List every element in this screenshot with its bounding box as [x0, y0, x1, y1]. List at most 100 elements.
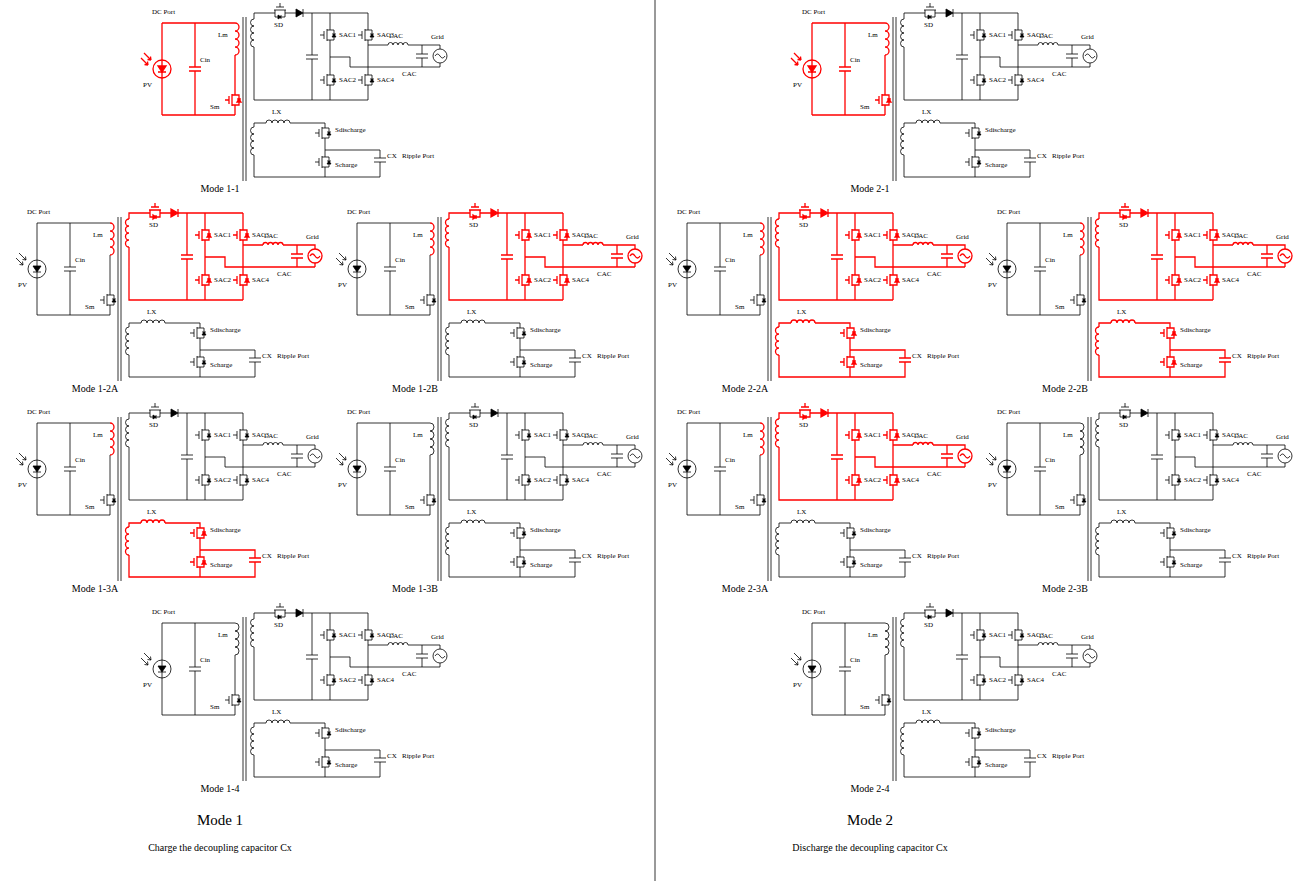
body-diode-bar	[370, 679, 374, 680]
component-label: SAC4	[252, 476, 269, 484]
circuit-schematic	[16, 403, 322, 581]
body-diode	[1123, 215, 1126, 219]
body-diode-bar	[1177, 434, 1181, 435]
component-label: DC Port	[347, 208, 370, 216]
body-diode-bar	[156, 415, 157, 419]
body-diode	[473, 415, 476, 419]
mosfet-symbol	[845, 472, 861, 488]
magnetizing-winding	[235, 623, 239, 655]
diode-bar	[497, 209, 498, 217]
body-diode-bar	[1177, 479, 1181, 480]
body-diode	[1020, 679, 1024, 682]
grid-sine	[435, 54, 445, 58]
component-label: SAC1	[989, 31, 1006, 39]
component-label: Ripple Port	[277, 352, 309, 360]
component-label: Grid	[431, 633, 444, 641]
component-label: Scharge	[210, 361, 232, 369]
mosfet-symbol	[510, 554, 526, 570]
mosfet-body	[315, 154, 329, 170]
pv-diode	[353, 466, 361, 472]
body-diode	[928, 615, 931, 619]
transformer-core	[243, 617, 246, 781]
component-label: PV	[143, 681, 152, 689]
body-diode-bar	[155, 215, 156, 219]
component-label: LAC	[264, 432, 278, 440]
body-diode	[245, 479, 249, 482]
component-label: SD	[469, 421, 478, 429]
component-label: Ripple Port	[1247, 552, 1279, 560]
mosfet-body	[875, 92, 889, 108]
mosfet-body	[845, 272, 859, 288]
body-diode-bar	[1215, 434, 1219, 435]
light-arrow	[666, 453, 676, 465]
body-diode-bar	[931, 15, 932, 19]
body-diode	[327, 732, 331, 735]
body-diode	[982, 79, 986, 82]
pv-diode	[158, 666, 166, 672]
body-diode-bar	[852, 331, 856, 332]
mosfet-body	[420, 492, 434, 508]
mosfet-symbol	[965, 125, 981, 141]
primary-wire	[357, 223, 430, 315]
body-diode	[327, 132, 331, 135]
mosfet-body	[1160, 554, 1174, 570]
component-label: DC Port	[677, 408, 700, 416]
body-diode	[887, 99, 891, 102]
mosfet-body	[467, 403, 483, 417]
body-diode	[370, 34, 374, 37]
mosfet-body	[1008, 72, 1022, 88]
ripple-wire	[904, 123, 1030, 177]
section-title: Mode 1	[197, 812, 243, 829]
component-label: Ripple Port	[402, 152, 434, 160]
component-label: SAC4	[1222, 476, 1239, 484]
mosfet-body	[358, 72, 372, 88]
mosfet-symbol	[190, 325, 206, 341]
body-diode	[565, 479, 569, 482]
component-label: Grid	[1276, 433, 1289, 441]
body-diode	[153, 415, 156, 419]
mosfet-symbol	[845, 227, 861, 243]
mosfet-body	[272, 3, 288, 17]
mosfet-symbol	[510, 525, 526, 541]
component-label: SAC4	[1222, 276, 1239, 284]
capacitor-plates	[291, 254, 303, 258]
secondary-winding	[901, 19, 905, 47]
body-diode-bar	[762, 299, 766, 300]
body-diode	[982, 679, 986, 682]
component-label: LX	[272, 708, 281, 716]
body-diode	[432, 499, 436, 502]
primary-wire	[687, 223, 760, 315]
component-label: SD	[799, 221, 808, 229]
component-label: CX	[1037, 152, 1047, 160]
grid-source	[308, 449, 322, 463]
pv-wire	[353, 460, 361, 478]
body-diode-bar	[982, 34, 986, 35]
ripple-winding	[446, 527, 450, 555]
body-diode	[332, 634, 336, 637]
mosfet-body	[315, 125, 329, 141]
body-diode-bar	[370, 79, 374, 80]
body-diode	[370, 79, 374, 82]
transformer-core	[438, 417, 441, 581]
component-label: SAC2	[534, 476, 551, 484]
component-label: SAC2	[1184, 276, 1201, 284]
pv-wire	[353, 260, 361, 278]
ripple-wire	[779, 323, 905, 377]
mosfet-body	[970, 27, 984, 43]
circuit-schematic	[16, 203, 322, 381]
primary-wire	[357, 423, 430, 515]
body-diode-bar	[762, 499, 766, 500]
body-diode	[112, 299, 116, 302]
body-diode	[527, 234, 531, 237]
mosfet-body	[1070, 292, 1084, 308]
mosfet-symbol	[515, 272, 531, 288]
ripple-inductor	[791, 320, 815, 323]
component-label: Sm	[210, 703, 219, 711]
mosfet-symbol	[883, 227, 899, 243]
mosfet-body	[750, 292, 764, 308]
grid-sine	[1085, 54, 1095, 58]
diode-bar	[1147, 209, 1148, 217]
ac-inductor	[1038, 43, 1058, 46]
circuit-schematic	[986, 203, 1292, 381]
